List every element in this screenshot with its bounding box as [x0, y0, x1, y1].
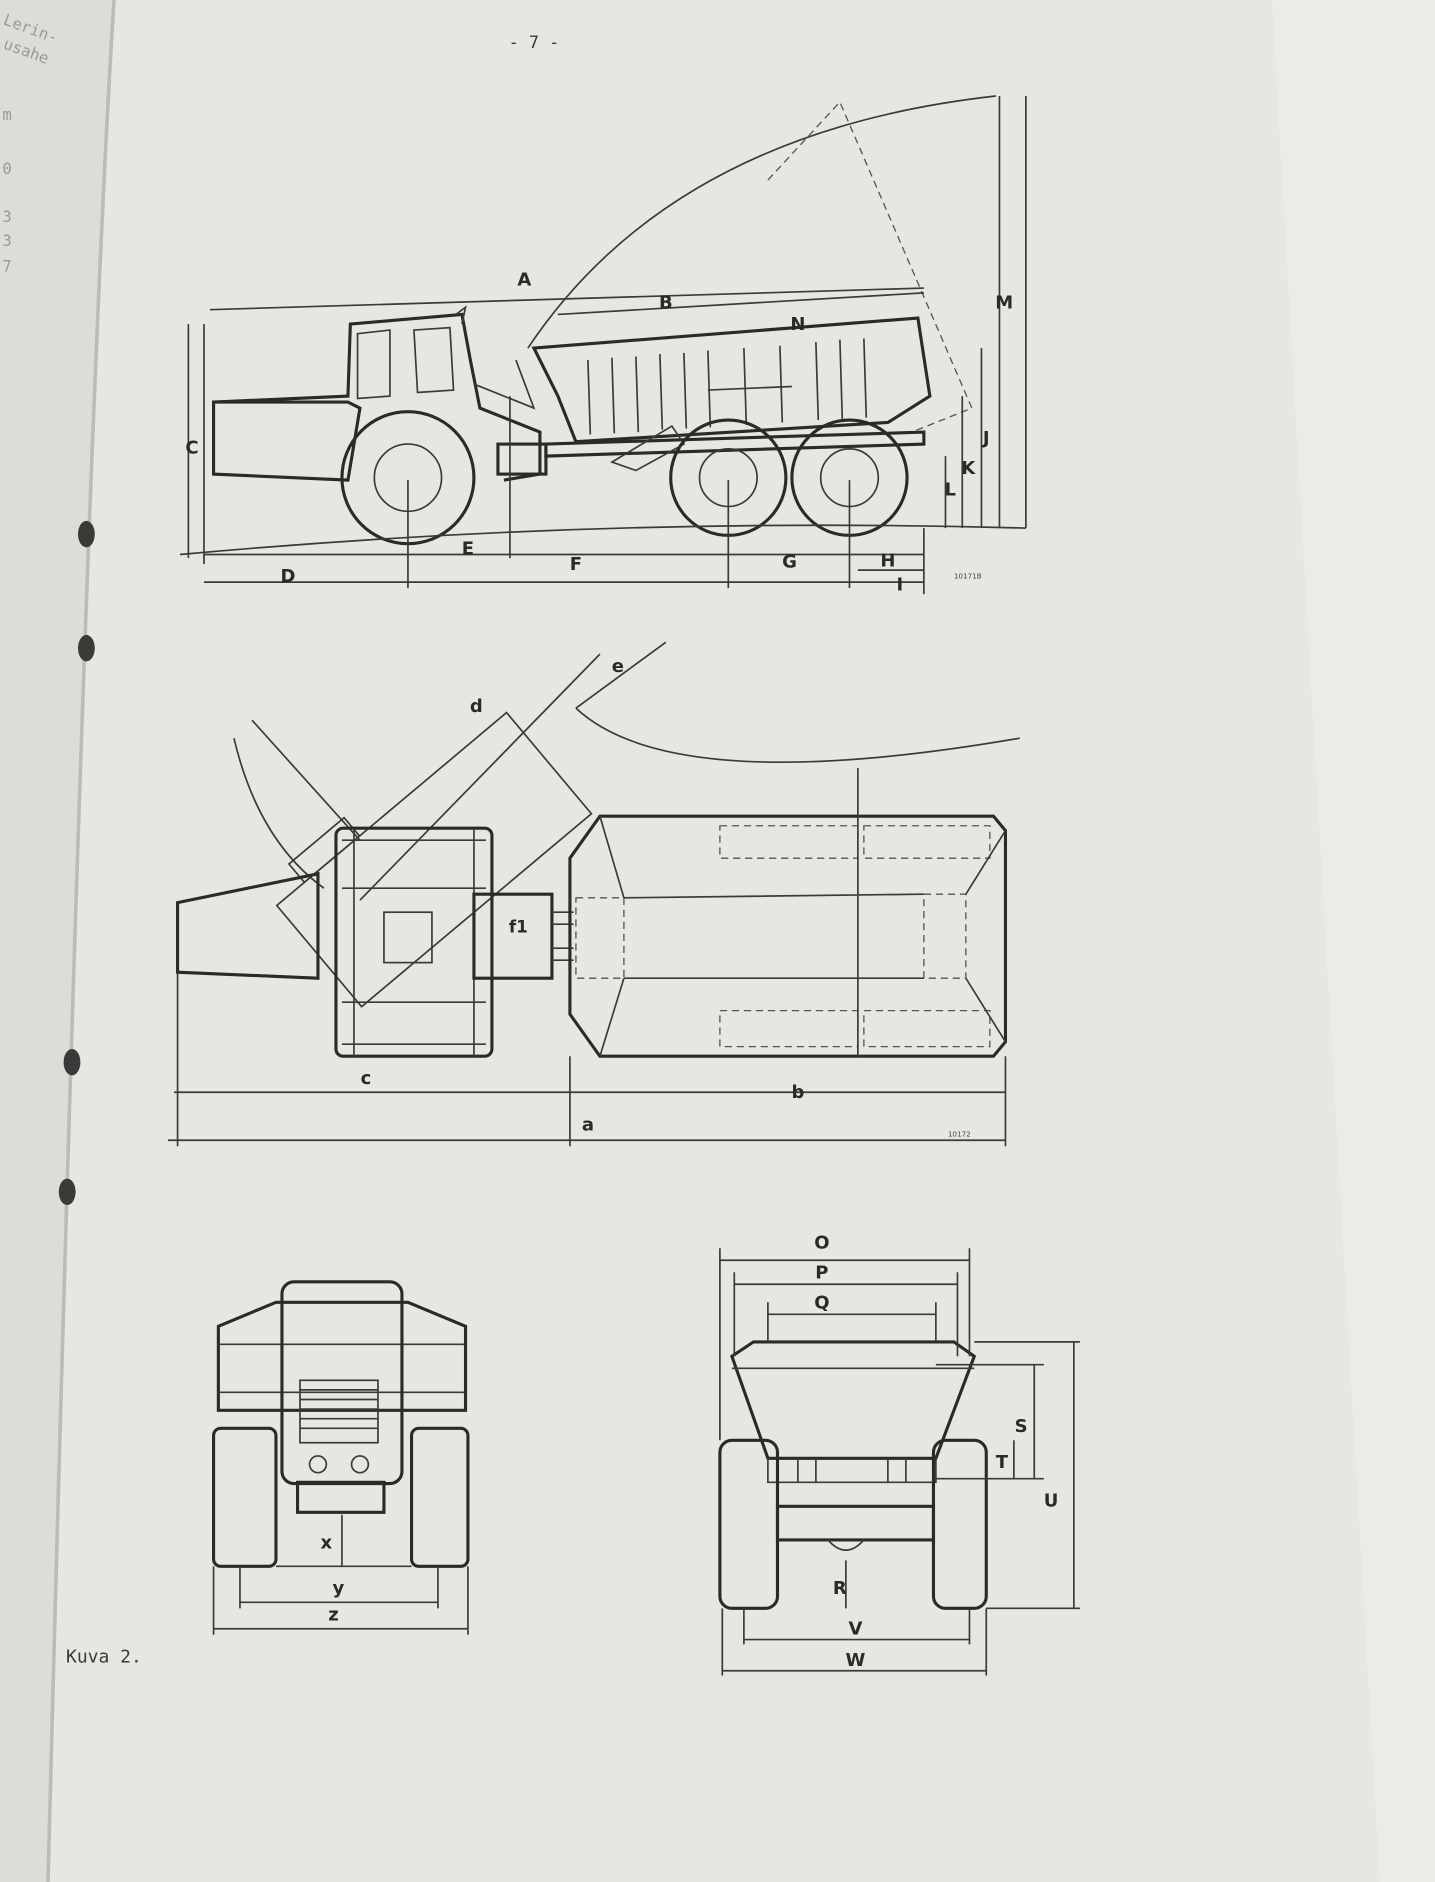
- dim-label-D: D: [280, 566, 295, 587]
- previous-page-edge: [0, 0, 114, 1882]
- rear-view-drawing: x y z: [212, 1280, 470, 1635]
- dim-label-x: x: [321, 1532, 333, 1553]
- dim-label-S: S: [1015, 1416, 1028, 1437]
- punch-hole: [77, 634, 95, 662]
- dim-label-T: T: [996, 1452, 1009, 1473]
- dim-label-y: y: [332, 1578, 344, 1599]
- svg-text:0: 0: [2, 160, 11, 178]
- dim-label-W: W: [846, 1650, 866, 1671]
- dim-label-J: J: [981, 428, 990, 449]
- page-sheet: [47, 0, 1380, 1882]
- punch-hole: [77, 520, 95, 548]
- svg-text:7: 7: [2, 257, 11, 275]
- dim-label-d: d: [470, 696, 483, 717]
- dim-label-f1: f1: [509, 917, 528, 937]
- dim-label-O: O: [814, 1232, 829, 1253]
- front-view-drawing: O P Q R S T U V W: [718, 1232, 1080, 1676]
- dim-label-F: F: [570, 554, 582, 575]
- dim-label-H: H: [880, 551, 895, 572]
- dim-label-P: P: [815, 1262, 828, 1283]
- dim-label-c: c: [361, 1068, 372, 1089]
- figure-caption: Kuva 2.: [66, 1646, 142, 1667]
- side-view-drawing: A B C D E F G H I J K L M N 10171B: [179, 95, 1027, 596]
- dim-label-A: A: [517, 270, 531, 291]
- dim-label-z: z: [328, 1604, 338, 1625]
- dim-label-e: e: [612, 656, 624, 677]
- dim-label-N: N: [790, 314, 805, 335]
- page-fold-shadow: [46, 0, 116, 1882]
- dim-label-C: C: [185, 438, 198, 459]
- svg-text:3: 3: [2, 232, 11, 250]
- drawing-id: 10172: [948, 1130, 971, 1139]
- drawing-id: 10171B: [954, 572, 982, 581]
- dim-label-U: U: [1044, 1490, 1059, 1511]
- dim-label-K: K: [961, 458, 976, 479]
- dim-label-a: a: [582, 1115, 594, 1136]
- dim-label-I: I: [897, 575, 904, 596]
- page-number: - 7 -: [509, 32, 560, 52]
- dim-label-L: L: [945, 480, 956, 501]
- tipping-arc: [527, 95, 996, 349]
- dim-label-B: B: [659, 292, 673, 313]
- svg-text:m: m: [2, 106, 11, 124]
- dim-label-V: V: [849, 1619, 863, 1640]
- dim-label-E: E: [462, 539, 474, 560]
- top-view-drawing: c b a d e f1 10172: [167, 641, 1021, 1147]
- punch-hole: [58, 1178, 76, 1206]
- dim-label-M: M: [995, 292, 1013, 313]
- dim-label-Q: Q: [814, 1292, 829, 1313]
- dim-label-b: b: [791, 1082, 804, 1103]
- dim-label-G: G: [782, 552, 797, 573]
- raised-body-outline: [767, 100, 973, 433]
- svg-text:3: 3: [2, 208, 11, 226]
- dim-label-R: R: [833, 1578, 847, 1599]
- punch-hole: [63, 1049, 81, 1076]
